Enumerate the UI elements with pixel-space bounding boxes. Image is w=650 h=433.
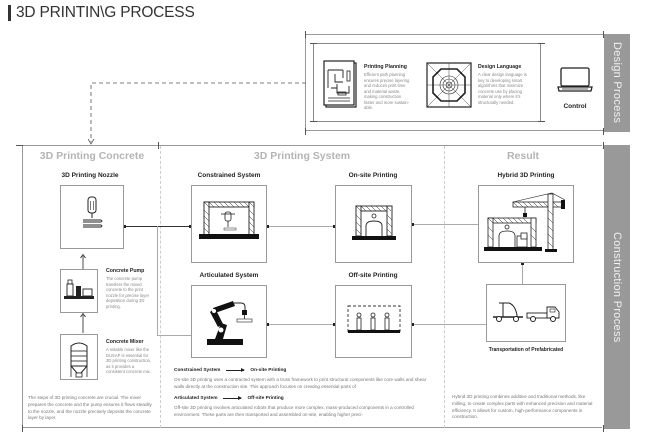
printing-planning-title: Printing Planning (364, 64, 407, 70)
construction-process-label: Construction Process (611, 231, 623, 343)
design-process-label: Design Process (611, 42, 623, 124)
legend-from-label: Articulated System (174, 396, 218, 401)
legend-to-label: On-site Printing (250, 368, 287, 373)
trucks-icon (493, 302, 560, 322)
connector-line (412, 324, 486, 325)
constrained-system-box (191, 185, 267, 263)
onsite-printing-box (335, 185, 412, 263)
offsite-printing-box (335, 285, 412, 358)
mixer-icon (70, 342, 88, 378)
connector-line (412, 224, 480, 225)
pump-text: The concrete pump transfers the mixed co… (106, 276, 150, 309)
section-heading-system: 3D Printing System (253, 150, 351, 162)
laptop-icon (556, 66, 594, 96)
pump-icon (64, 279, 94, 299)
section-heading-result: Result (506, 150, 540, 162)
onsite-description: On-site 3D printing uses a contracted sy… (174, 377, 427, 389)
onsite-printing-label: On-site Printing (348, 172, 398, 179)
printing-planning-text: Efficient path planning ensures precise … (364, 72, 410, 110)
mixer-box (60, 334, 98, 380)
mixer-title: Concrete Mixer (106, 339, 144, 345)
design-language-text: A clear design language is key to develo… (478, 72, 527, 105)
connector-line (267, 226, 335, 227)
hybrid-printing-box (478, 185, 574, 263)
transport-box (486, 284, 566, 342)
arrow-right-icon (226, 368, 246, 372)
connector-line (157, 335, 191, 336)
robot-arm-icon (207, 301, 253, 345)
articulated-system-label: Articulated System (199, 272, 259, 279)
onsite-printing-icon (351, 205, 396, 240)
hybrid-printing-label: Hybrid 3D Printing (497, 172, 555, 179)
arrow-up-icon (80, 313, 86, 333)
construction-process-frame (22, 145, 602, 428)
concrete-description: The steps of 3D printing concrete are cr… (28, 395, 152, 421)
articulated-system-box (191, 285, 267, 358)
legend-from-label: Constrained System (174, 368, 221, 373)
control-label: Control (563, 103, 587, 110)
constrained-system-label: Constrained System (197, 172, 261, 179)
design-process-sidebar: Design Process (604, 34, 630, 132)
gantry-printer-icon (199, 201, 259, 239)
nozzle-box (60, 185, 124, 249)
design-process-inner-frame (313, 43, 541, 122)
pump-block: Concrete Pump The concrete pump transfer… (106, 268, 154, 309)
offsite-description: Off-site 3D printing involves articulate… (174, 405, 414, 417)
connector-line (522, 263, 523, 287)
offsite-printing-icon (347, 305, 400, 333)
nozzle-icon (83, 196, 103, 228)
section-divider (160, 146, 161, 428)
legend-to-label: Off-site Printing (247, 396, 284, 401)
hybrid-description: Hybrid 3D printing combines additive and… (452, 394, 593, 420)
connector-line (157, 226, 158, 336)
printing-planning-block: Printing Planning Efficient path plannin… (364, 64, 412, 111)
design-process-frame (305, 34, 609, 131)
connector-line (267, 324, 335, 325)
design-to-construction-connector (88, 82, 306, 145)
pump-box (60, 269, 98, 313)
arrow-up-icon (80, 254, 86, 270)
mixer-text: A reliable mixer like the DUSAP is essen… (106, 347, 152, 374)
page-title: 3D PRINTIN\G PROCESS (8, 4, 195, 22)
design-pattern-icon (426, 62, 472, 108)
arrow-right-icon (223, 396, 243, 400)
pump-title: Concrete Pump (106, 268, 145, 274)
nozzle-label: 3D Printing Nozzle (61, 172, 119, 179)
blueprint-icon (323, 60, 359, 110)
title-accent-bar (8, 5, 11, 21)
section-heading-concrete: 3D Printing Concrete (39, 150, 145, 162)
mixer-block: Concrete Mixer A reliable mixer like the… (106, 339, 154, 375)
section-divider (444, 146, 445, 428)
legend-row-articulated: Articulated System Off-site Printing (174, 396, 284, 401)
crane-construction-icon (484, 192, 566, 252)
design-language-block: Design Language A clear design language … (478, 64, 534, 105)
design-language-title: Design Language (478, 64, 522, 70)
page-title-text: 3D PRINTIN\G PROCESS (16, 4, 195, 21)
legend-row-constrained: Constrained System On-site Printing (174, 368, 286, 373)
construction-process-sidebar: Construction Process (604, 145, 630, 429)
transport-label: Transportation of Prefabricated (488, 347, 564, 353)
offsite-printing-label: Off-site Printing (348, 272, 398, 279)
